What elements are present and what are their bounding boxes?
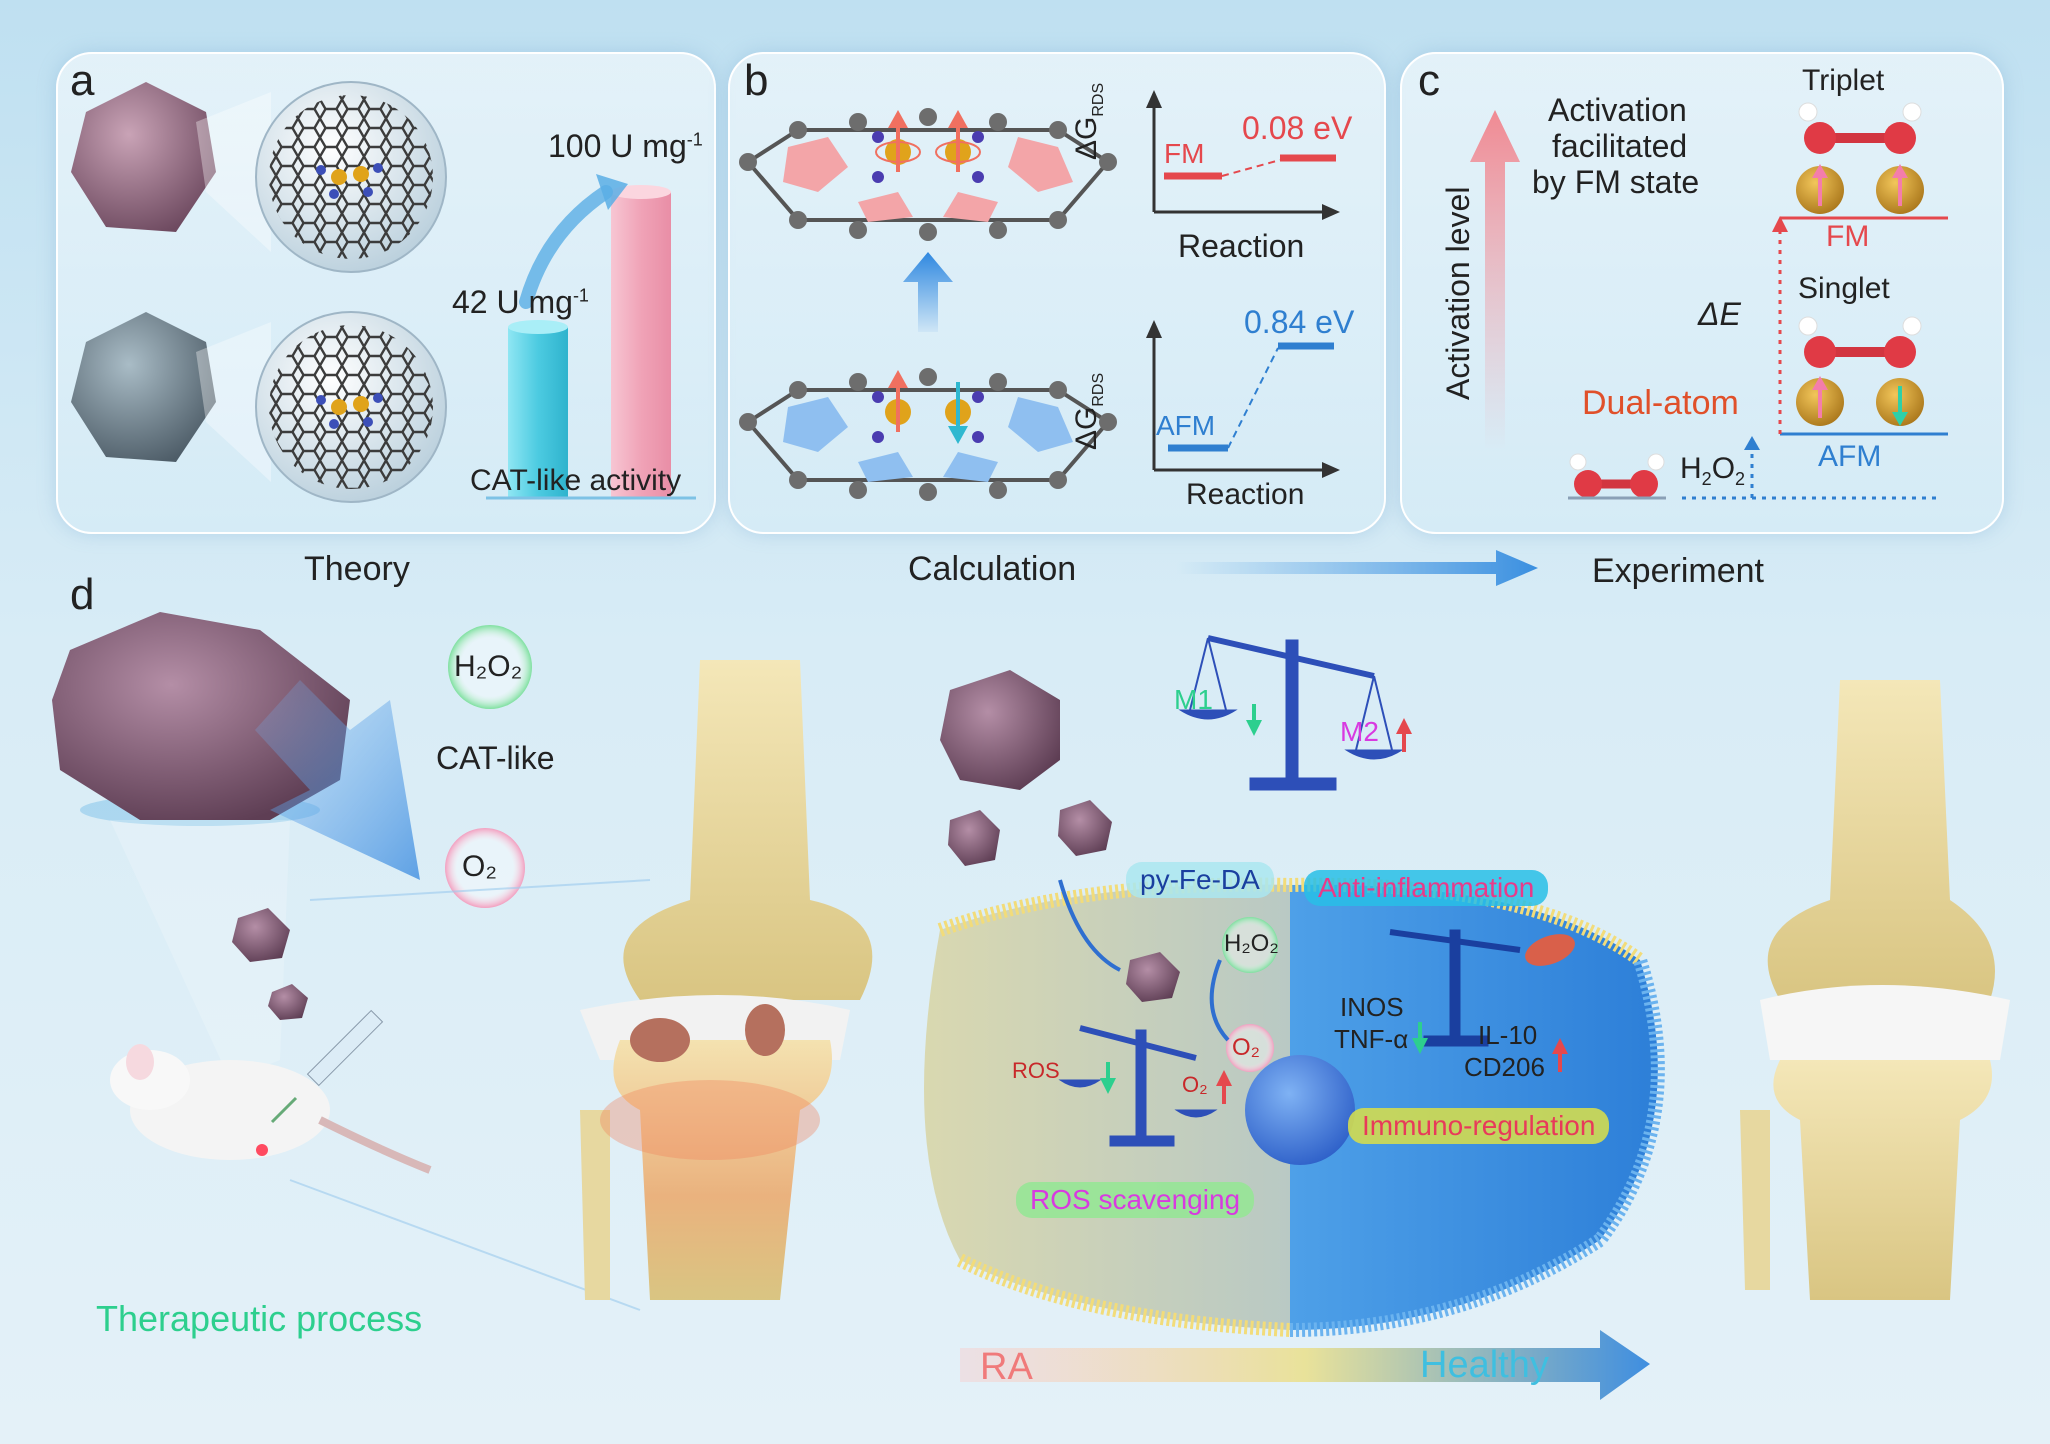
ros-label: ROS — [1012, 1058, 1060, 1083]
stage-theory: Theory — [304, 550, 410, 588]
ra-label: RA — [980, 1346, 1033, 1388]
fm-ylabel: ΔGRDS — [1070, 82, 1107, 160]
nanoparticle-grey — [71, 312, 216, 462]
il10-label: IL-10 — [1478, 1020, 1538, 1050]
energy-chart-afm — [1146, 320, 1340, 478]
note-line-2: facilitated — [1552, 128, 1688, 164]
activation-level-label: Activation level — [1440, 186, 1476, 400]
healthy-label: Healthy — [1420, 1344, 1549, 1386]
ros-scavenging-tag: ROS scavenging — [1016, 1182, 1255, 1218]
h2o2-label: H2O2 — [1680, 452, 1746, 489]
delta-e-label: ΔE — [1698, 296, 1741, 332]
knee-inflamed — [580, 660, 873, 1300]
singlet-label: Singlet — [1798, 272, 1890, 305]
tnf-label: TNF-α — [1334, 1024, 1409, 1054]
panel-b-letter: b — [744, 56, 769, 105]
cell-h2o2-label: H₂O₂ — [1224, 930, 1279, 957]
mitochondrion — [1525, 934, 1575, 966]
dual-atom-label: Dual-atom — [1582, 384, 1739, 422]
value-high: 100 U mg-1 — [548, 128, 703, 164]
h2o2-bubble-label: H₂O₂ — [454, 650, 523, 683]
balance-cytokines — [1389, 929, 1521, 1047]
balance-ros-o2 — [1058, 1025, 1218, 1147]
anti-inflammation-tag: Anti-inflammation — [1304, 870, 1549, 906]
cat-arrow — [255, 680, 420, 880]
singlet-molecule — [1796, 316, 1924, 426]
value-low: 42 U mg-1 — [452, 284, 589, 320]
large-nanoparticle — [52, 612, 350, 820]
note-line-1: Activation — [1548, 92, 1687, 128]
bar-low — [508, 320, 568, 497]
stage-experiment: Experiment — [1592, 552, 1764, 590]
panel-d-letter: d — [70, 570, 95, 619]
macrophage-cell — [924, 877, 1665, 1337]
panel-d-graphics — [52, 612, 2010, 1400]
cat-like-label: CAT-like — [436, 740, 555, 776]
inos-label: INOS — [1340, 992, 1404, 1022]
activation-arrow — [1470, 110, 1520, 452]
triplet-molecule — [1796, 102, 1924, 214]
graphene-sphere-top — [255, 81, 447, 273]
panel-a-graphics — [71, 81, 696, 503]
h2o2-bubble — [448, 625, 532, 709]
afm-ylabel: ΔGRDS — [1070, 372, 1107, 450]
afm-xlabel: Reaction — [1186, 478, 1305, 511]
panel-b-graphics — [739, 90, 1340, 501]
nucleus — [1245, 1055, 1355, 1165]
bar-high — [611, 185, 671, 497]
fm-xlabel: Reaction — [1178, 228, 1305, 264]
nanoparticle-pink — [71, 82, 216, 232]
molecule-afm — [739, 368, 1117, 501]
o2-bubble-label: O₂ — [462, 850, 497, 883]
fm-label: FM — [1826, 220, 1870, 253]
transition-arrow — [903, 252, 953, 332]
afm-state-label: AFM — [1156, 410, 1216, 441]
py-fe-da-tag: py-Fe-DA — [1126, 862, 1274, 898]
increase-arrow — [519, 185, 613, 309]
energy-chart-fm — [1146, 90, 1340, 220]
h2o2-molecule — [1568, 453, 1666, 500]
therapeutic-process-label: Therapeutic process — [96, 1298, 423, 1339]
knee-healthy — [1740, 680, 2010, 1300]
stage-calculation: Calculation — [908, 550, 1077, 588]
fm-energy-label: 0.08 eV — [1242, 110, 1353, 146]
note-line-3: by FM state — [1532, 164, 1700, 200]
cd206-label: CD206 — [1464, 1052, 1545, 1082]
panel-c-letter: c — [1418, 56, 1440, 105]
m1-label: M1 — [1174, 684, 1213, 715]
mouse-illustration — [110, 1044, 432, 1174]
molecule-fm — [739, 108, 1117, 241]
ra-healthy-arrow — [960, 1330, 1650, 1400]
panel-a-letter: a — [70, 56, 95, 105]
triplet-label: Triplet — [1802, 64, 1885, 97]
fm-state-label: FM — [1164, 138, 1205, 169]
immuno-regulation-tag: Immuno-regulation — [1348, 1108, 1610, 1144]
m2-label: M2 — [1340, 716, 1379, 747]
graphene-sphere-bottom — [255, 311, 447, 503]
afm-label: AFM — [1818, 440, 1882, 473]
o2-right-label: O₂ — [1182, 1072, 1208, 1097]
afm-energy-label: 0.84 eV — [1244, 304, 1355, 340]
balance-m1-m2 — [1178, 635, 1404, 791]
syringe-icon — [270, 1009, 384, 1124]
stage-arrow — [1176, 550, 1538, 586]
cell-o2-label: O₂ — [1232, 1034, 1260, 1061]
panel-c-graphics — [1470, 102, 1948, 500]
cat-activity-caption: CAT-like activity — [470, 464, 682, 497]
